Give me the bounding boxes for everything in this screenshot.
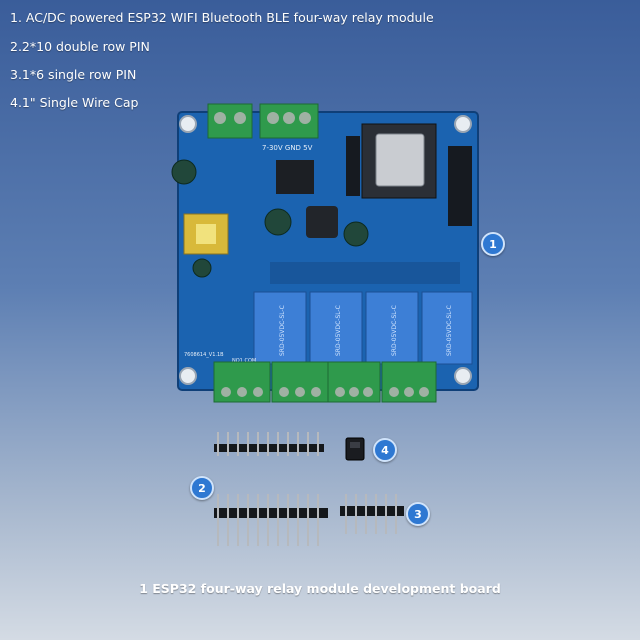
callout-badge-1: 1 [481, 232, 505, 256]
driver-components [270, 262, 460, 284]
caption-feature-2: 2.2*10 double row PIN [10, 39, 150, 54]
pin-header [346, 136, 360, 196]
product-footer-caption: 1 ESP32 four-way relay module developmen… [139, 581, 501, 596]
inductor [306, 206, 338, 238]
callout-badge-3: 3 [406, 502, 430, 526]
relay-model-label: SRD-05VDC-SL-C [446, 305, 453, 356]
relay-2: SRD-05VDC-SL-C [309, 291, 363, 365]
single-row-pin-header [340, 494, 404, 534]
callout-badge-4: 4 [373, 438, 397, 462]
power-terminal-block [207, 103, 319, 139]
capacitor [343, 221, 369, 247]
callout-badge-2: 2 [190, 476, 214, 500]
caption-feature-4: 4.1" Single Wire Cap [10, 95, 139, 110]
caption-feature-3: 3.1*6 single row PIN [10, 67, 137, 82]
relay-4: SRD-05VDC-SL-C [421, 291, 473, 365]
mounting-hole [179, 367, 197, 385]
relay-board: 7-30V GND 5V SRD-05VDC-SL-C SRD-05VDC-SL… [171, 103, 479, 403]
jumper-cap [345, 437, 365, 461]
voltage-regulator [276, 160, 314, 194]
relay-model-label: SRD-05VDC-SL-C [335, 305, 342, 356]
terminal-label: NO1 COM [232, 358, 256, 364]
pin-header [448, 146, 472, 226]
relay-1: SRD-05VDC-SL-C [253, 291, 307, 365]
relay-model-label: SRD-05VDC-SL-C [391, 305, 398, 356]
board-version-label: 7608614_V1.1B [184, 352, 224, 358]
relay-model-label: SRD-05VDC-SL-C [279, 305, 286, 356]
capacitor [171, 159, 197, 185]
capacitor [264, 208, 292, 236]
esp32-module [361, 123, 437, 199]
mounting-hole [454, 115, 472, 133]
mounting-hole [454, 367, 472, 385]
relay-output-terminals [213, 361, 437, 403]
caption-feature-1: 1. AC/DC powered ESP32 WIFI Bluetooth BL… [10, 10, 434, 25]
relay-3: SRD-05VDC-SL-C [365, 291, 419, 365]
power-label: 7-30V GND 5V [262, 144, 313, 152]
double-row-pin-header [214, 432, 328, 546]
capacitor [192, 258, 212, 278]
mounting-hole [179, 115, 197, 133]
